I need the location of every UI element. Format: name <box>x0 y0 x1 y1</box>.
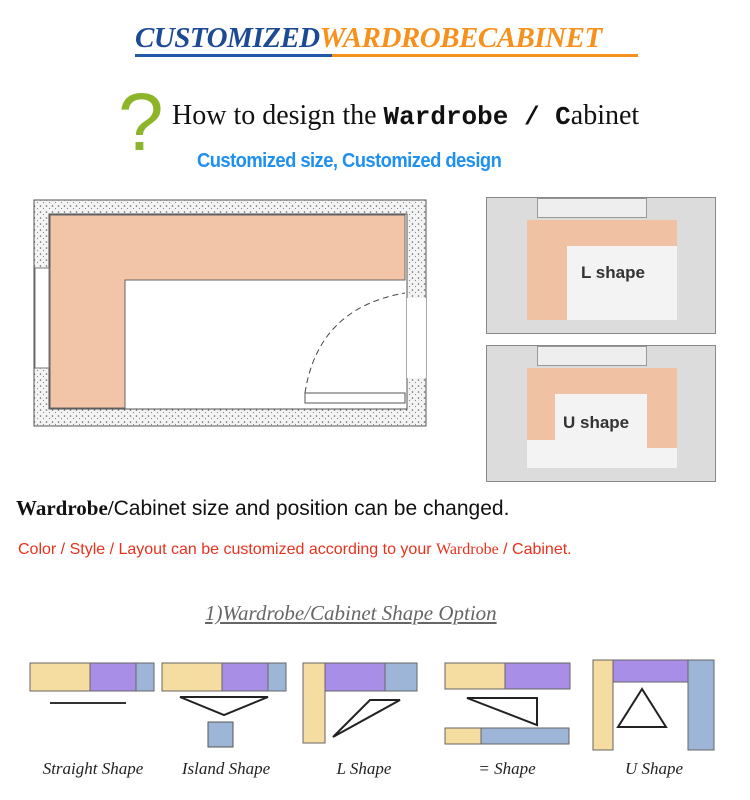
heading-text: How to design the <box>172 100 384 131</box>
banner-underline-blue <box>135 54 332 57</box>
info-bold: Wardrobe/ <box>16 496 114 520</box>
shape-label: L Shape <box>336 759 392 778</box>
design-heading: How to design the Wardrobe / Cabinet <box>172 100 639 132</box>
room-render-l-shape: L shape <box>486 197 716 334</box>
info-line-2: Color / Style / Layout can be customized… <box>18 541 572 559</box>
parallel-shape-diagram <box>444 662 571 745</box>
banner-title: CUSTOMIZEDWARDROBECABINET <box>135 22 602 55</box>
info2-a: Color / Style / Layout can be customized… <box>18 541 436 558</box>
banner-part2: WARDROBECABINET <box>319 22 603 54</box>
room-label: L shape <box>581 263 645 282</box>
shape-label: U Shape <box>624 759 684 778</box>
shape-label: Island Shape <box>181 759 271 778</box>
shape-label: = Shape <box>478 759 536 778</box>
heading-text-end: abinet <box>570 100 640 131</box>
u-shape-diagram <box>592 659 715 751</box>
info-rest: Cabinet size and position can be changed… <box>113 497 510 520</box>
question-mark-icon: ? <box>118 77 164 168</box>
floor-plan <box>33 199 427 427</box>
straight-shape-diagram <box>29 662 155 704</box>
info-line-1: Wardrobe/Cabinet size and position can b… <box>16 496 509 521</box>
l-shaped-cabinet <box>49 214 406 409</box>
l-shape-diagram <box>302 662 418 744</box>
info2-c: / Cabinet. <box>498 541 572 558</box>
section-title: 1)Wardrobe/Cabinet Shape Option <box>205 601 497 625</box>
heading-word: Wardrobe / C <box>383 102 571 132</box>
room-label: U shape <box>563 413 630 432</box>
island-shape-diagram <box>161 662 287 748</box>
shape-label: Straight Shape <box>42 759 144 778</box>
banner-underline-orange <box>332 54 638 57</box>
door-arc <box>304 292 406 394</box>
banner-part1: CUSTOMIZED <box>135 22 320 54</box>
info2-b: Wardrobe <box>436 541 499 558</box>
subtitle: Customized size, Customized design <box>197 150 502 172</box>
room-render-u-shape: U shape <box>486 345 716 482</box>
